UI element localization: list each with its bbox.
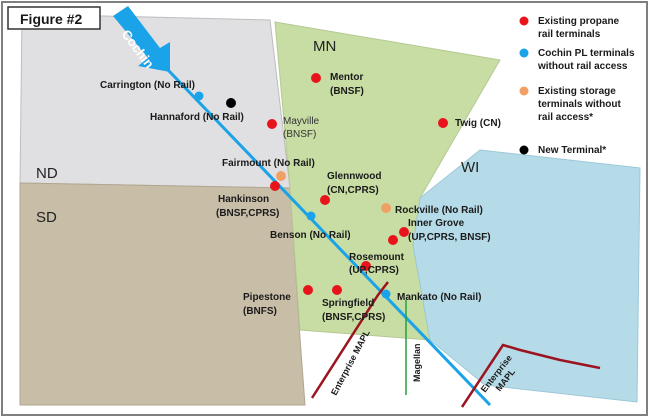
terminal-label-fairmount: Fairmount (No Rail) bbox=[222, 158, 315, 169]
legend-marker-new bbox=[519, 145, 529, 155]
marker-rockville bbox=[381, 203, 391, 213]
magellan-label: Magellan bbox=[412, 343, 422, 382]
terminal-label-carrington: Carrington (No Rail) bbox=[100, 80, 195, 91]
state-region-wi bbox=[412, 149, 641, 403]
terminal-label-glenwood: Glennwood (CN,CPRS) bbox=[327, 171, 384, 196]
marker-pipestone bbox=[303, 285, 313, 295]
state-label-mn: MN bbox=[313, 38, 336, 55]
terminal-label-benson: Benson (No Rail) bbox=[270, 230, 351, 241]
state-region-sd bbox=[19, 182, 306, 406]
figure-label: Figure #2 bbox=[20, 11, 82, 27]
marker-rosemount bbox=[361, 261, 371, 271]
legend-label-new: New Terminal* bbox=[538, 145, 606, 156]
state-label-wi: WI bbox=[461, 159, 479, 176]
marker-glenwood bbox=[320, 195, 330, 205]
state-label-sd: SD bbox=[36, 209, 57, 226]
legend: Existing propane rail terminals Cochin P… bbox=[519, 16, 637, 156]
marker-hannaford bbox=[226, 98, 236, 108]
terminal-label-rockville: Rockville (No Rail) bbox=[395, 205, 483, 216]
terminal-label-hannaford: Hannaford (No Rail) bbox=[150, 112, 244, 123]
legend-label-propane: Existing propane rail terminals bbox=[538, 16, 622, 40]
marker-fairmount bbox=[276, 171, 286, 181]
cochin-pipeline-line bbox=[118, 18, 492, 407]
marker-innergrove-2 bbox=[388, 235, 398, 245]
marker-twig bbox=[438, 118, 448, 128]
legend-label-storage: Existing storage terminals without rail … bbox=[538, 86, 624, 123]
marker-carrington bbox=[194, 91, 204, 101]
marker-springfield bbox=[332, 285, 342, 295]
terminal-label-mentor: Mentor (BNSF) bbox=[330, 72, 366, 97]
enterprise-mapl-pipeline-line-1 bbox=[310, 281, 389, 399]
marker-innergrove bbox=[399, 227, 409, 237]
cochin-arrow bbox=[113, 6, 170, 72]
marker-mankato bbox=[381, 289, 391, 299]
terminal-label-hankinson: Hankinson (BNSF,CPRS) bbox=[216, 194, 279, 219]
legend-marker-storage bbox=[519, 86, 529, 96]
legend-marker-cochin bbox=[519, 48, 529, 58]
enterprise-mapl-pipeline-line-2 bbox=[460, 343, 601, 408]
terminal-label-twig: Twig (CN) bbox=[455, 118, 501, 129]
marker-mentor bbox=[311, 73, 321, 83]
terminal-label-springfield: Springfield (BNSF,CPRS) bbox=[322, 298, 385, 323]
terminal-label-mayville: Mayville (BNSF) bbox=[283, 116, 322, 140]
terminal-label-rosemount: Rosemount (UP,CPRS) bbox=[349, 252, 407, 276]
marker-mayville bbox=[267, 119, 277, 129]
figure-label-box bbox=[7, 6, 101, 30]
legend-label-cochin: Cochin PL terminals without rail access bbox=[537, 48, 637, 72]
terminal-label-mankato: Mankato (No Rail) bbox=[397, 292, 481, 303]
terminal-label-pipestone: Pipestone (BNFS) bbox=[243, 292, 294, 317]
terminal-label-innergrove: Inner Grove (UP,CPRS, BNSF) bbox=[408, 218, 491, 243]
legend-marker-propane bbox=[519, 16, 529, 26]
marker-benson bbox=[306, 211, 316, 221]
state-label-nd: ND bbox=[36, 165, 58, 182]
marker-hankinson bbox=[270, 181, 280, 191]
